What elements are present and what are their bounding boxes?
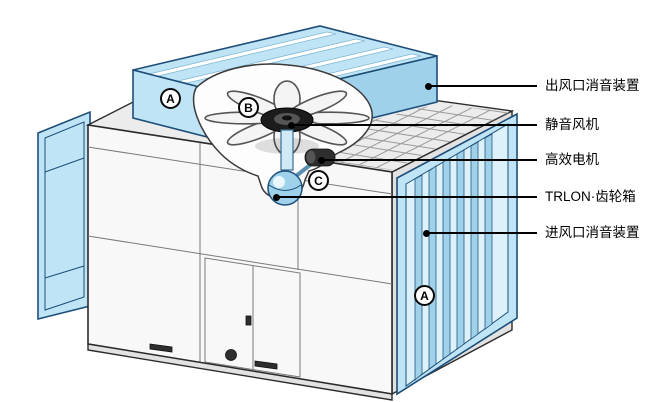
marker-a-outlet: A (160, 88, 181, 109)
base-vent-left (149, 343, 173, 353)
callout-leader-line (279, 196, 537, 198)
drive-assembly (267, 129, 336, 206)
body-base (87, 343, 393, 401)
callout-label: 出风口消音装置 (545, 78, 640, 94)
callout-leader-line (431, 85, 537, 87)
callout-label: 静音风机 (545, 117, 599, 133)
callout-dot (318, 156, 325, 164)
fan-shaft (280, 129, 294, 171)
callout-dot (273, 193, 280, 201)
callout-inlet-silencer: 进风口消音装置 (423, 225, 640, 241)
base-vent-right (254, 360, 278, 370)
callout-leader-line (324, 159, 537, 161)
callout-silent-fan: 静音风机 (288, 117, 599, 133)
callout-motor: 高效电机 (318, 152, 599, 168)
marker-a-inlet: A (414, 285, 435, 306)
left-silencer-panel (37, 110, 91, 321)
callout-dot (288, 121, 295, 129)
callout-label: 高效电机 (545, 152, 599, 168)
marker-b-fan: B (238, 97, 259, 118)
access-door (204, 257, 301, 378)
drain-fitting (225, 349, 237, 361)
door-latch (245, 315, 252, 326)
callout-leader-line (429, 232, 537, 234)
callout-label: TRLON·齿轮箱 (545, 189, 636, 205)
callout-dot (425, 82, 432, 90)
callout-leader-line (294, 124, 537, 126)
inlet-louver-panel (396, 112, 518, 396)
callout-label: 进风口消音装置 (545, 225, 640, 241)
fan-hub (260, 107, 314, 133)
callout-outlet-silencer: 出风口消音装置 (425, 78, 640, 94)
callout-dot (423, 229, 430, 237)
marker-c-drive: C (308, 170, 329, 191)
callout-gearbox: TRLON·齿轮箱 (273, 189, 636, 205)
